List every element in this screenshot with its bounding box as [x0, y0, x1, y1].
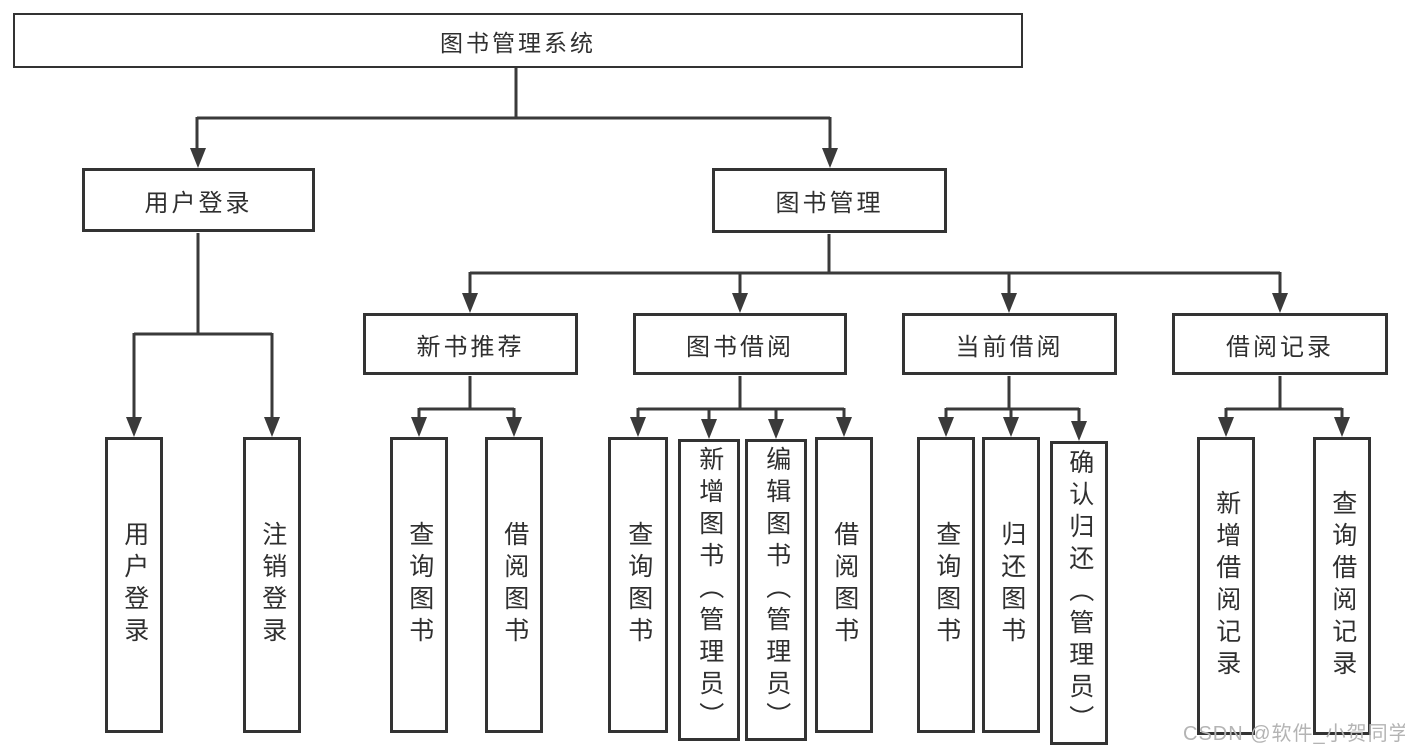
leaf-borrow-books-1-label: 借阅图书 — [500, 521, 529, 649]
node-book-management: 图书管理 — [712, 168, 947, 233]
leaf-user-login-label: 用户登录 — [120, 521, 149, 649]
leaf-edit-book-admin-label: 编辑图书（管理员） — [762, 446, 791, 734]
leaf-borrow-books-1: 借阅图书 — [485, 437, 543, 733]
node-current-borrow: 当前借阅 — [902, 313, 1117, 375]
leaf-edit-book-admin: 编辑图书（管理员） — [745, 439, 807, 741]
node-root: 图书管理系统 — [13, 13, 1023, 68]
node-current-borrow-label: 当前借阅 — [955, 333, 1064, 361]
leaf-query-books-3: 查询图书 — [917, 437, 975, 733]
node-user-login-label: 用户登录 — [144, 189, 253, 217]
leaf-add-borrow-record: 新增借阅记录 — [1197, 437, 1255, 735]
csdn-watermark: CSDN @软件_小贺同学 — [1183, 723, 1405, 745]
leaf-logout-label: 注销登录 — [258, 521, 287, 649]
leaf-query-books-1-label: 查询图书 — [405, 521, 434, 649]
leaf-return-book-label: 归还图书 — [997, 521, 1026, 649]
node-borrow-records-label: 借阅记录 — [1226, 333, 1334, 361]
leaf-query-books-2-label: 查询图书 — [624, 521, 653, 649]
leaf-query-borrow-record: 查询借阅记录 — [1313, 437, 1371, 735]
node-root-label: 图书管理系统 — [440, 29, 596, 56]
node-book-borrow-label: 图书借阅 — [686, 333, 794, 361]
node-borrow-records: 借阅记录 — [1172, 313, 1388, 375]
node-user-login: 用户登录 — [82, 168, 315, 232]
leaf-borrow-books-2: 借阅图书 — [815, 437, 873, 733]
node-book-management-label: 图书管理 — [775, 190, 884, 217]
node-new-book-recommend: 新书推荐 — [363, 313, 578, 375]
leaf-return-book: 归还图书 — [982, 437, 1040, 733]
leaf-query-books-2: 查询图书 — [608, 437, 668, 733]
leaf-confirm-return-admin: 确认归还（管理员） — [1050, 441, 1108, 745]
node-book-borrow: 图书借阅 — [633, 313, 847, 375]
node-new-book-recommend-label: 新书推荐 — [416, 333, 525, 361]
leaf-confirm-return-admin-label: 确认归还（管理员） — [1065, 449, 1094, 737]
leaf-query-borrow-record-label: 查询借阅记录 — [1328, 490, 1357, 682]
leaf-logout: 注销登录 — [243, 437, 301, 733]
arrowheads — [126, 148, 1350, 441]
leaf-query-books-3-label: 查询图书 — [932, 521, 961, 649]
leaf-add-book-admin-label: 新增图书（管理员） — [695, 446, 724, 734]
leaf-add-borrow-record-label: 新增借阅记录 — [1212, 490, 1241, 682]
leaf-query-books-1: 查询图书 — [390, 437, 448, 733]
leaf-add-book-admin: 新增图书（管理员） — [678, 439, 740, 741]
leaf-borrow-books-2-label: 借阅图书 — [830, 521, 859, 649]
leaf-user-login: 用户登录 — [105, 437, 163, 733]
